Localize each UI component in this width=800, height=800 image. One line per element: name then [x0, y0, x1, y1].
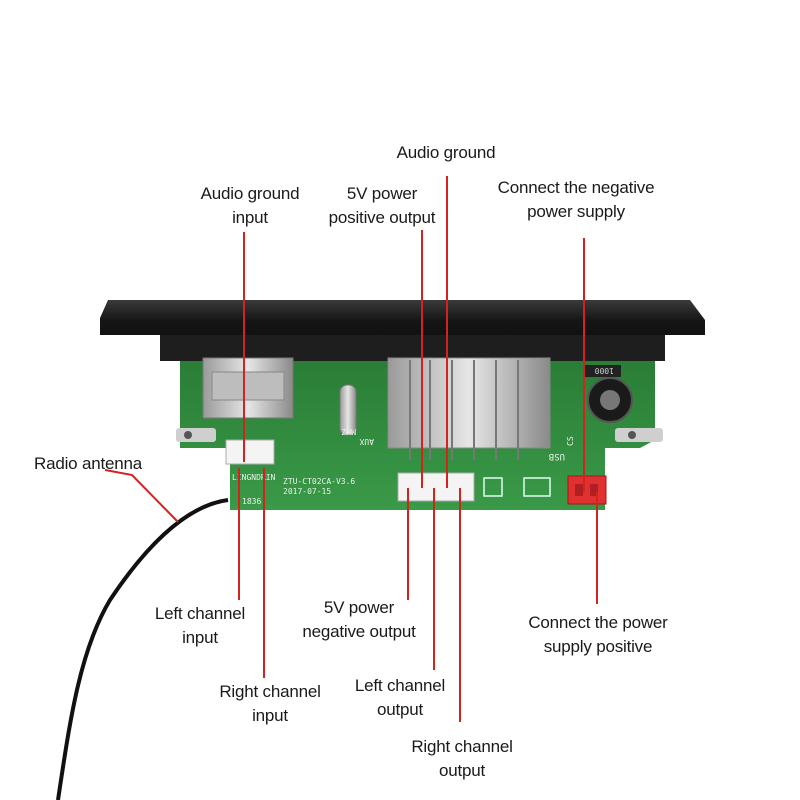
silk-mhz: MHZ [341, 427, 356, 436]
antenna-leader [104, 469, 179, 523]
label-left-channel-input: Left channel input [136, 602, 264, 650]
label-positive-power-supply: Connect the power supply positive [508, 611, 688, 659]
silk-date: 2017-07-15 [283, 487, 331, 496]
leader-5v-positive [421, 230, 423, 488]
silk-model: ZTU-CT02CA-V3.6 [283, 477, 355, 486]
label-left-channel-output-line1: Left channel [354, 676, 446, 695]
leader-5v-negative [407, 488, 409, 600]
silk-pin-labels: LINGNDRIN [232, 473, 276, 482]
leader-positive-power [596, 492, 598, 604]
label-negative-power-supply: Connect the negative power supply [488, 176, 664, 224]
antenna-cable [56, 498, 229, 800]
label-positive-power-supply-line1: Connect the power [528, 613, 668, 632]
mounting-tab-right [615, 428, 663, 442]
label-left-channel-output-line2: output [376, 700, 424, 719]
power-connector [567, 475, 607, 505]
label-negative-power-supply-line2: power supply [527, 202, 625, 221]
label-negative-power-supply-line1: Connect the negative [497, 178, 655, 197]
crystal [339, 384, 357, 436]
sd-card-slot [387, 357, 551, 449]
input-connector [225, 439, 275, 465]
silk-code: 1836 [242, 497, 261, 506]
label-audio-ground: Audio ground [376, 141, 516, 165]
silk-usb: USB [549, 451, 565, 461]
leader-left-channel-output [433, 488, 435, 670]
label-5v-power-negative-line1: 5V power [323, 598, 395, 617]
label-5v-power-negative: 5V power negative output [284, 596, 434, 644]
silk-cap: 1000 [595, 366, 614, 375]
label-right-channel-output-line2: output [438, 761, 486, 780]
label-audio-ground-text: Audio ground [396, 143, 496, 162]
leader-audio-ground-input [243, 232, 245, 462]
leader-left-channel-input [238, 468, 240, 600]
label-right-channel-input-line1: Right channel [219, 682, 321, 701]
label-right-channel-input: Right channel input [200, 680, 340, 728]
label-right-channel-output-line1: Right channel [411, 737, 513, 756]
leader-negative-power [583, 238, 585, 492]
label-positive-power-supply-line2: supply positive [543, 637, 653, 656]
label-5v-power-negative-line2: negative output [302, 622, 416, 641]
leader-audio-ground [446, 176, 448, 488]
silk-cs: CS [566, 436, 575, 446]
capacitor-label [585, 365, 621, 377]
label-audio-ground-input: Audio ground input [180, 182, 320, 230]
label-left-channel-input-line1: Left channel [154, 604, 246, 623]
output-connector [397, 472, 475, 502]
label-audio-ground-input-line2: input [232, 208, 268, 227]
label-radio-antenna-text: Radio antenna [34, 454, 142, 473]
label-radio-antenna: Radio antenna [34, 452, 168, 476]
label-right-channel-input-line2: input [252, 706, 288, 725]
label-left-channel-input-line2: input [182, 628, 218, 647]
label-right-channel-output: Right channel output [392, 735, 532, 783]
label-5v-power-positive: 5V power positive output [308, 182, 456, 230]
silk-aux: AUX [359, 437, 374, 446]
label-5v-power-positive-line1: 5V power [346, 184, 418, 203]
label-audio-ground-input-line1: Audio ground [200, 184, 300, 203]
label-5v-power-positive-line2: positive output [328, 208, 436, 227]
leader-right-channel-input [263, 468, 265, 678]
leader-right-channel-output [459, 488, 461, 722]
mounting-tab-left [176, 428, 216, 442]
label-left-channel-output: Left channel output [336, 674, 464, 722]
